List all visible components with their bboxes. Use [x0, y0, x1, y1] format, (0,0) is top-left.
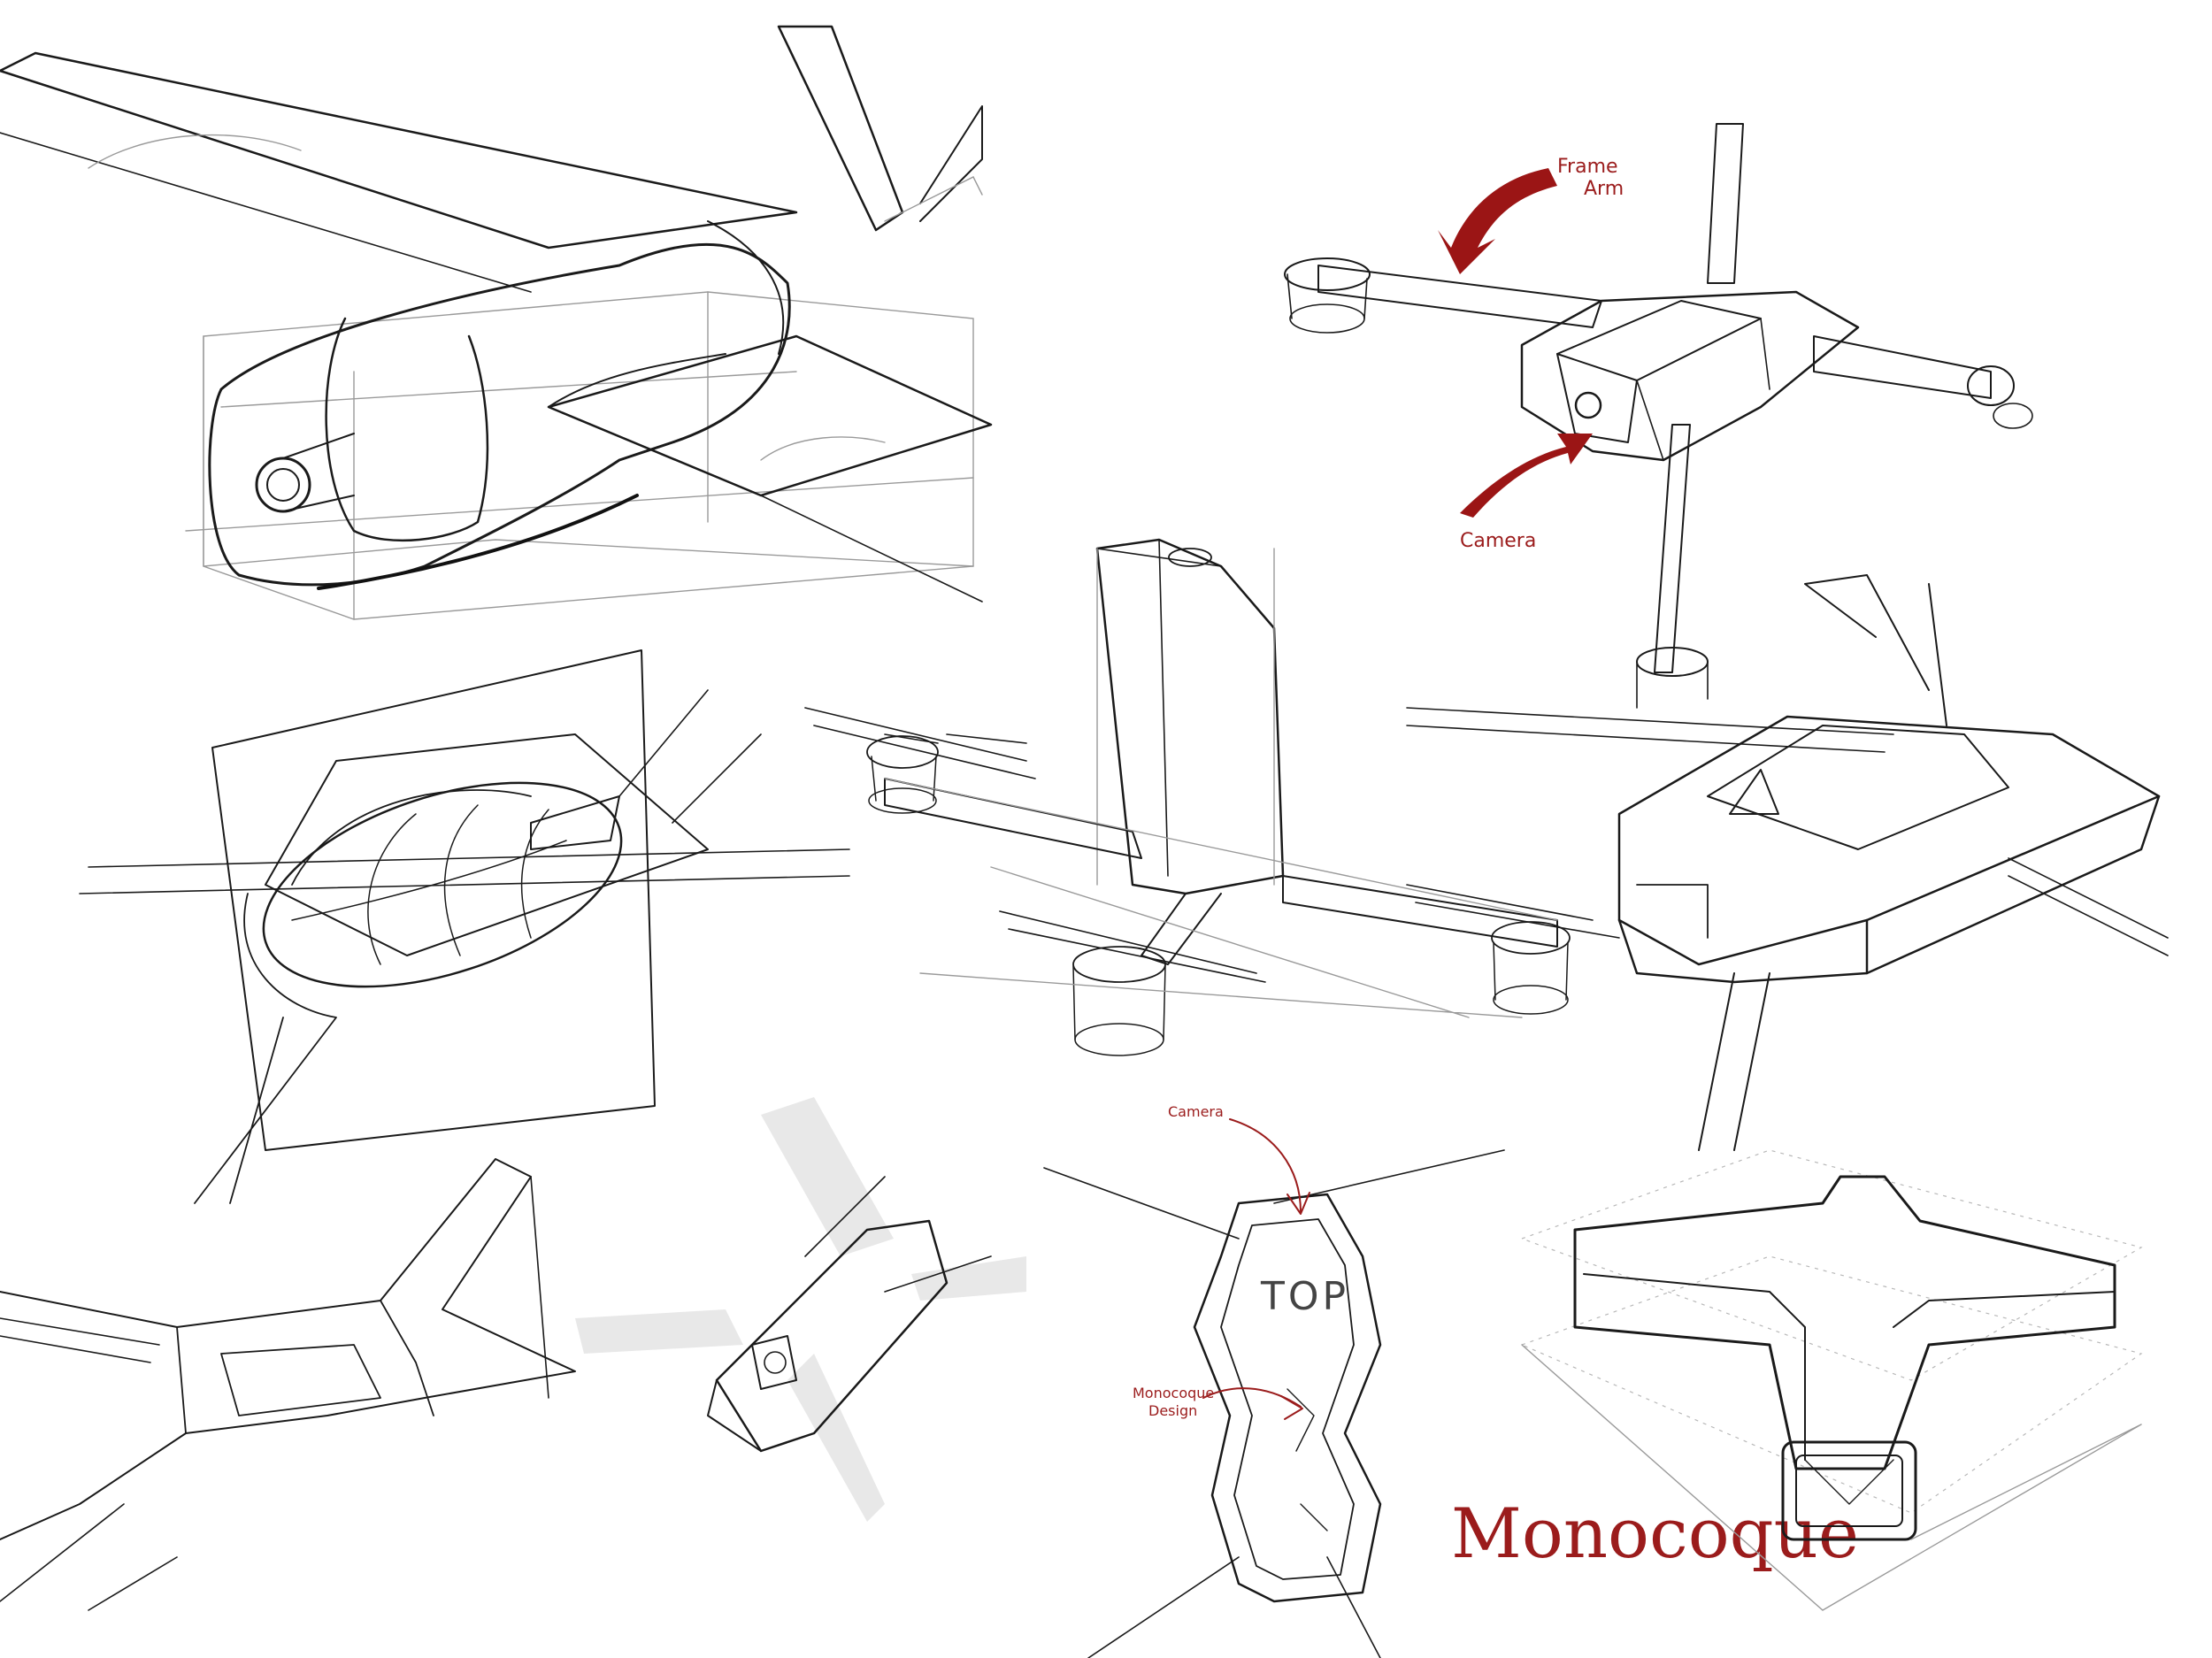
- sketch-fixed-wing-fuselage: [0, 25, 993, 620]
- monocoque-design-line1: Monocoque: [1133, 1385, 1214, 1401]
- annotation-camera-top: Camera: [1460, 434, 1593, 552]
- sketch-angular-body: [1406, 574, 2169, 1151]
- sketch-shaded-frame: [575, 1097, 1026, 1522]
- camera-label-monocoque: Camera: [1168, 1103, 1224, 1120]
- frame-arm-label-line2: Arm: [1584, 178, 1624, 200]
- sketch-canopy-pod: [79, 649, 850, 1204]
- camera-label-top: Camera: [1460, 530, 1536, 552]
- sketch-x-frame-low: [0, 1158, 576, 1611]
- monocoque-design-line2: Design: [1148, 1402, 1197, 1419]
- top-mark: TOP: [1260, 1274, 1349, 1319]
- annotation-monocoque-design: Monocoque Design: [1133, 1385, 1303, 1420]
- monocoque-title: Monocoque: [1451, 1494, 1859, 1574]
- sketch-t-monocoque-body: [1520, 1149, 2143, 1611]
- sketch-monocoque-top-view: TOP: [1043, 1149, 1505, 1658]
- annotation-camera-monocoque: Camera: [1168, 1103, 1310, 1215]
- annotation-frame-arm: Frame Arm: [1438, 156, 1624, 274]
- sketch-quad-frame-perspective: [804, 538, 1620, 1056]
- frame-arm-label-line1: Frame: [1557, 156, 1618, 178]
- sketch-quad-frame-camera: [1284, 123, 2033, 709]
